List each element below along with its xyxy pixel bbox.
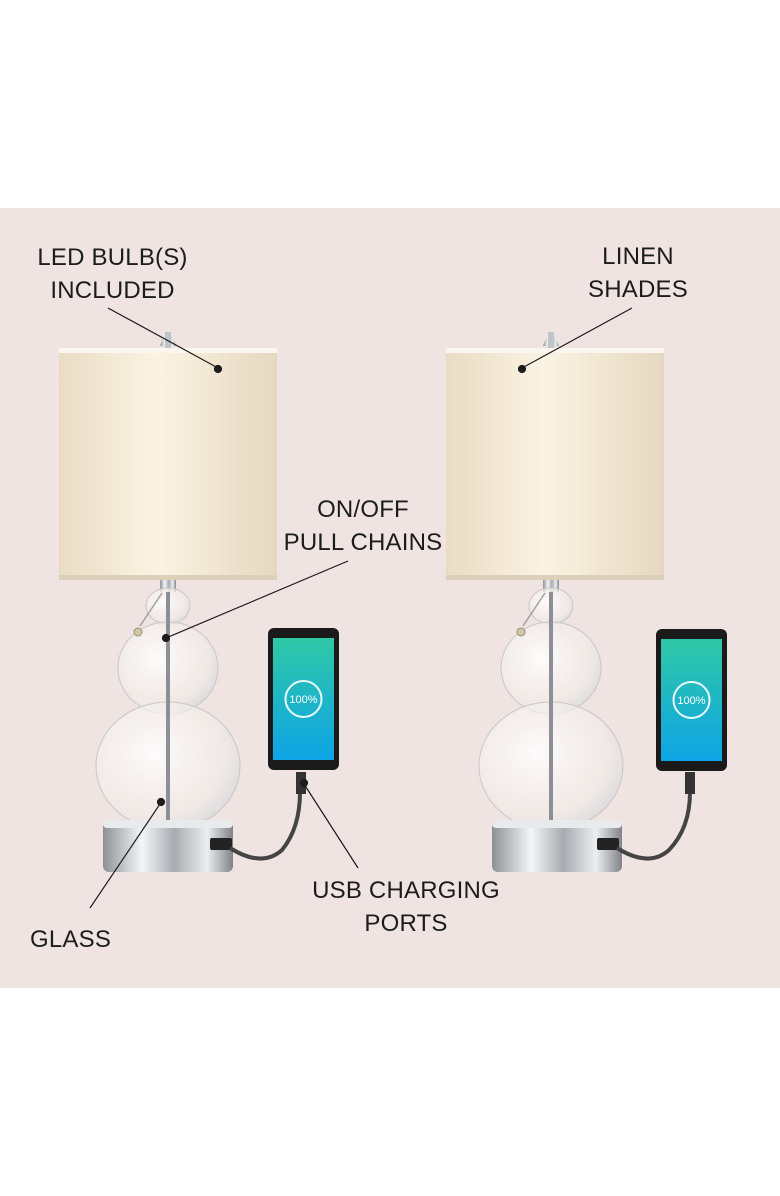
right-rod <box>549 592 553 820</box>
callout-line: USB CHARGING <box>312 877 500 904</box>
left-finial-stem <box>165 332 171 348</box>
left-pull-chain <box>139 592 163 627</box>
callout-line: SHADES <box>588 276 688 303</box>
left-rod <box>166 592 170 820</box>
left-phone <box>228 628 339 861</box>
led-bulbs-callout: LED BULB(S) INCLUDED <box>30 241 195 307</box>
left-usb-cable <box>228 791 302 861</box>
left-battery-text: 100% <box>289 694 317 706</box>
usb-ports-callout: USB CHARGING PORTS <box>306 874 506 940</box>
usb-leader <box>303 783 359 869</box>
callout-leaders <box>89 307 633 909</box>
pull-chain-leader <box>165 560 349 639</box>
right-shade <box>446 348 664 580</box>
callout-line: LINEN <box>602 243 674 270</box>
right-usb-port <box>597 838 619 850</box>
right-phone <box>615 629 727 861</box>
right-lamp <box>446 332 664 872</box>
right-usb-cable <box>615 791 692 861</box>
left-battery-ring <box>284 680 323 718</box>
glass-leader <box>89 803 161 909</box>
callout-line: PORTS <box>364 910 448 937</box>
callout-line: ON/OFF <box>317 496 409 523</box>
right-pull-chain <box>522 592 546 627</box>
left-chain-bead <box>133 627 143 637</box>
pull-chains-callout: ON/OFF PULL CHAINS <box>278 493 448 559</box>
left-base <box>103 820 233 872</box>
right-chain-bead <box>516 627 526 637</box>
right-base <box>492 820 622 872</box>
linen-leader <box>521 307 633 369</box>
right-battery-text: 100% <box>677 695 705 707</box>
left-shade <box>59 348 277 580</box>
product-feature-panel: 100% 100% LED BULB(S) INCLUDED LINEN SHA… <box>0 208 780 988</box>
lamp-pair-illustration: 100% 100% <box>59 307 727 909</box>
callout-line: INCLUDED <box>50 277 175 304</box>
linen-shades-callout: LINEN SHADES <box>578 240 698 306</box>
right-phone-screen <box>661 639 722 761</box>
right-battery-ring <box>672 681 711 719</box>
left-lamp <box>59 332 277 872</box>
callout-line: LED BULB(S) <box>37 244 188 271</box>
left-phone-screen <box>273 638 334 760</box>
led-leader <box>107 307 219 369</box>
glass-callout: GLASS <box>30 926 112 953</box>
left-usb-port <box>210 838 232 850</box>
callout-line: PULL CHAINS <box>283 529 443 556</box>
